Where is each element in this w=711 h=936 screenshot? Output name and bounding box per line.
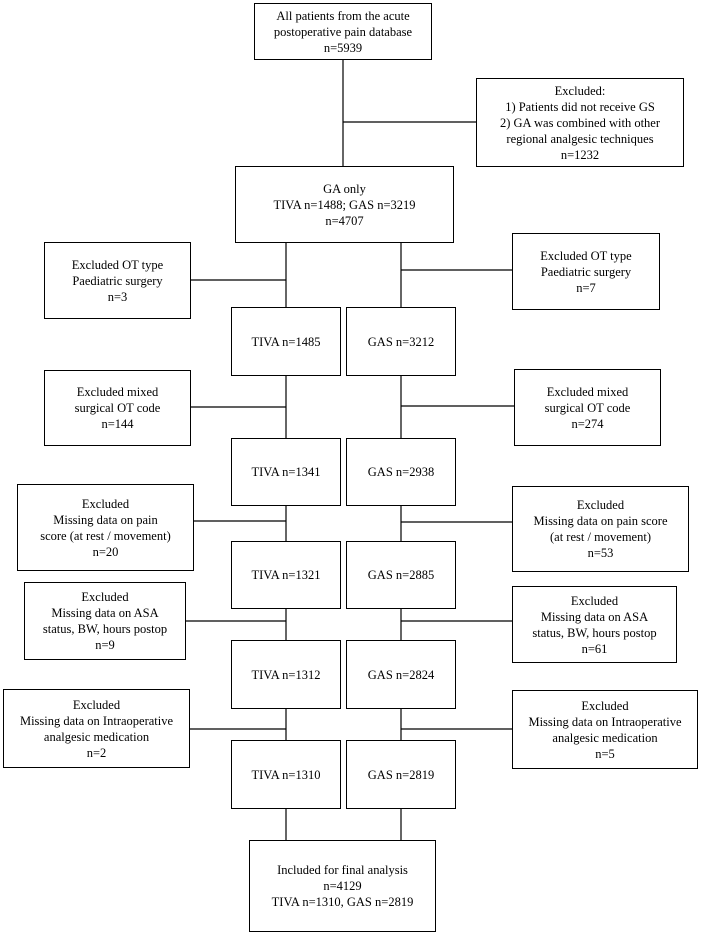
excluded-intraop-left-line-1: Excluded (72, 697, 121, 712)
excluded-pain-left-line-1: Excluded (81, 496, 130, 511)
excluded-pain-left-line-2: Missing data on pain (53, 512, 158, 527)
excluded-top-line-1: Excluded: (554, 83, 606, 98)
excluded-asa-left-box: Excluded Missing data on ASA status, BW,… (24, 582, 186, 660)
final-analysis-line-2: n=4129 (323, 879, 362, 893)
excluded-intraop-right-box: Excluded Missing data on Intraoperative … (512, 690, 698, 769)
excluded-pain-left-box: Excluded Missing data on pain score (at … (17, 484, 194, 571)
excluded-top-line-2: 1) Patients did not receive GS (505, 99, 655, 114)
excluded-mixed-left-line-1: Excluded mixed (76, 385, 159, 399)
excluded-pain-left-line-3: score (at rest / movement) (40, 528, 171, 543)
excluded-mixed-right-box: Excluded mixed surgical OT code n=274 (514, 369, 661, 446)
ga-only-line-3: n=4707 (325, 213, 364, 228)
excluded-asa-right-box: Excluded Missing data on ASA status, BW,… (512, 586, 677, 663)
excluded-asa-right-line-4: n=61 (581, 641, 608, 656)
all-patients-line-2: postoperative pain database (273, 24, 413, 39)
gas-box-1-label: GAS n=3212 (367, 334, 435, 349)
excluded-asa-left-line-1: Excluded (81, 590, 129, 604)
ga-only-line-1: GA only (323, 181, 366, 196)
excluded-mixed-left-line-3: n=144 (101, 417, 134, 431)
excluded-top-line-3: 2) GA was combined with other (499, 115, 661, 130)
excluded-intraop-left-line-3: analgesic medication (43, 729, 150, 744)
excluded-intraop-right-line-1: Excluded (581, 698, 629, 713)
final-analysis-line-3: TIVA n=1310, GAS n=2819 (271, 895, 414, 909)
excluded-pain-right-line-1: Excluded (576, 498, 625, 512)
excluded-intraop-right-line-3: analgesic medication (552, 730, 658, 745)
excluded-ot-right-box: Excluded OT type Paediatric surgery n=7 (512, 233, 660, 310)
excluded-intraop-right-line-2: Missing data on Intraoperative (528, 714, 682, 729)
excluded-pain-right-line-2: Missing data on pain score (533, 514, 668, 528)
all-patients-box: All patients from the acute postoperativ… (254, 3, 432, 60)
excluded-mixed-right-line-2: surgical OT code (544, 400, 631, 415)
excluded-mixed-left-box: Excluded mixed surgical OT code n=144 (44, 370, 191, 446)
excluded-top-line-5: n=1232 (560, 147, 600, 162)
excluded-pain-right-box: Excluded Missing data on pain score (at … (512, 486, 689, 572)
gas-box-3: GAS n=2885 (346, 541, 456, 609)
all-patients-line-3: n=5939 (323, 40, 363, 55)
tiva-box-1-label: TIVA n=1485 (251, 334, 321, 349)
gas-box-2-label: GAS n=2938 (367, 465, 435, 479)
tiva-box-5-label: TIVA n=1310 (251, 767, 321, 782)
all-patients-line-1: All patients from the acute (276, 8, 410, 23)
excluded-ot-left-box: Excluded OT type Paediatric surgery n=3 (44, 242, 191, 319)
excluded-pain-right-line-4: n=53 (587, 546, 614, 560)
excluded-intraop-right-line-4: n=5 (595, 746, 615, 761)
excluded-pain-left-line-4: n=20 (92, 544, 119, 559)
excluded-asa-right-line-1: Excluded (570, 593, 619, 608)
gas-box-5: GAS n=2819 (346, 740, 456, 809)
tiva-box-3: TIVA n=1321 (231, 541, 341, 609)
excluded-asa-left-line-2: Missing data on ASA (51, 606, 159, 620)
excluded-ot-right-line-2: Paediatric surgery (540, 264, 632, 279)
excluded-asa-right-line-2: Missing data on ASA (540, 609, 649, 624)
tiva-box-2-label: TIVA n=1341 (251, 465, 321, 479)
excluded-asa-right-line-3: status, BW, hours postop (532, 625, 657, 640)
excluded-ot-right-line-3: n=7 (576, 280, 596, 295)
gas-box-3-label: GAS n=2885 (367, 568, 435, 582)
excluded-ot-right-line-1: Excluded OT type (540, 248, 632, 263)
tiva-box-1: TIVA n=1485 (231, 307, 341, 376)
tiva-box-2: TIVA n=1341 (231, 438, 341, 506)
gas-box-4: GAS n=2824 (346, 640, 456, 709)
excluded-pain-right-line-3: (at rest / movement) (549, 530, 651, 544)
tiva-box-4-label: TIVA n=1312 (251, 667, 321, 682)
excluded-top-line-4: regional analgesic techniques (506, 131, 654, 146)
excluded-asa-left-line-3: status, BW, hours postop (42, 622, 168, 636)
gas-box-1: GAS n=3212 (346, 307, 456, 376)
excluded-intraop-left-line-4: n=2 (86, 745, 107, 760)
gas-box-2: GAS n=2938 (346, 438, 456, 506)
gas-box-5-label: GAS n=2819 (367, 767, 435, 782)
excluded-ot-left-line-1: Excluded OT type (71, 257, 164, 272)
excluded-mixed-left-line-2: surgical OT code (74, 401, 161, 415)
gas-box-4-label: GAS n=2824 (367, 667, 435, 682)
final-analysis-box: Included for final analysis n=4129 TIVA … (249, 840, 436, 932)
tiva-box-4: TIVA n=1312 (231, 640, 341, 709)
excluded-intraop-left-line-2: Missing data on Intraoperative (19, 713, 174, 728)
excluded-ot-left-line-2: Paediatric surgery (72, 273, 163, 288)
excluded-mixed-right-line-1: Excluded mixed (546, 384, 629, 399)
excluded-ot-left-line-3: n=3 (107, 289, 128, 304)
tiva-box-3-label: TIVA n=1321 (251, 568, 321, 582)
excluded-mixed-right-line-3: n=274 (571, 416, 604, 431)
excluded-asa-left-line-4: n=9 (95, 638, 115, 652)
final-analysis-line-1: Included for final analysis (277, 863, 408, 877)
ga-only-box: GA only TIVA n=1488; GAS n=3219 n=4707 (235, 166, 454, 243)
excluded-top-box: Excluded: 1) Patients did not receive GS… (476, 78, 684, 167)
excluded-intraop-left-box: Excluded Missing data on Intraoperative … (3, 689, 190, 768)
tiva-box-5: TIVA n=1310 (231, 740, 341, 809)
ga-only-line-2: TIVA n=1488; GAS n=3219 (273, 197, 416, 212)
